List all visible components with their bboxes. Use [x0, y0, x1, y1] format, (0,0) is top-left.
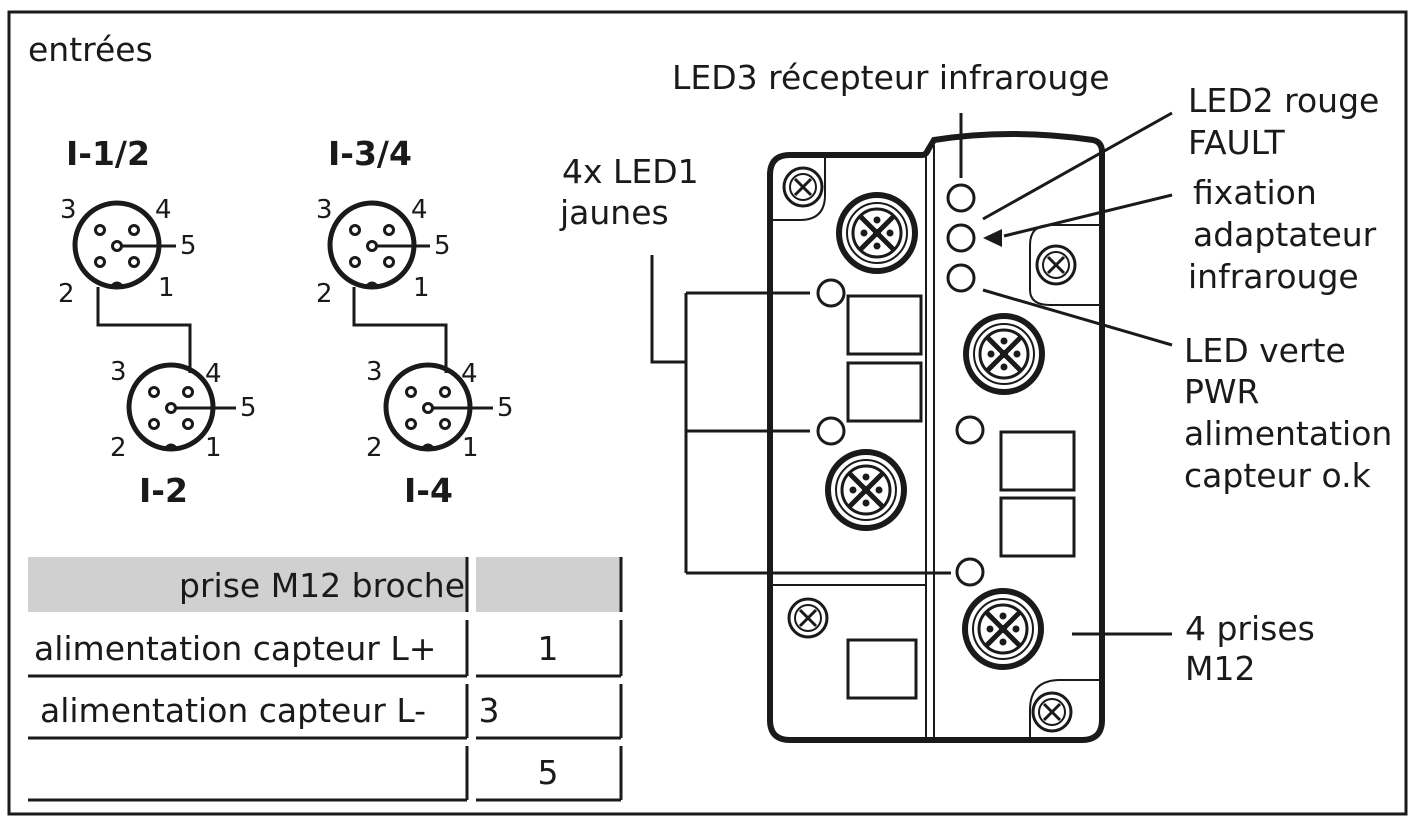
pin-label: 2: [58, 279, 75, 309]
callout-led2-line2: FAULT: [1188, 123, 1286, 162]
screw-icon: [787, 597, 829, 639]
led-yellow-icon: [955, 415, 985, 445]
pin-label: 2: [316, 279, 333, 309]
table-row-label: alimentation capteur L-: [40, 691, 426, 730]
label-window: [846, 361, 923, 423]
screw-icon: [1035, 244, 1077, 286]
pin-label: 4: [155, 195, 172, 225]
callout-pwr-line1: LED verte: [1184, 331, 1346, 370]
outer-frame: [7, 10, 1408, 816]
connector-label-i2: I-2: [139, 471, 188, 510]
table-header-cell: [476, 557, 621, 612]
screw-icon: [782, 166, 824, 208]
table-row-label: alimentation capteur L+: [34, 629, 436, 668]
pin-label: 3: [110, 357, 127, 387]
label-window: [999, 430, 1076, 492]
callout-pwr-line2: PWR: [1184, 372, 1259, 411]
connector-i12-pinout: [72, 200, 176, 290]
pin-label: 2: [366, 433, 383, 463]
callout-led3: LED3 récepteur infrarouge: [672, 58, 1110, 97]
led-green-pwr-icon: [946, 263, 976, 293]
callout-pwr-line4: capteur o.k: [1184, 456, 1372, 495]
callout-led1-line1: 4x LED1: [562, 152, 699, 191]
pin-label: 1: [158, 273, 175, 303]
pin-label: 5: [240, 393, 257, 423]
pin-label: 2: [110, 433, 127, 463]
m12-port-icon: [839, 195, 915, 271]
table-row-pin: 5: [538, 753, 559, 792]
pin-label: 1: [413, 273, 430, 303]
wire-i12-i2: [96, 287, 192, 373]
table-header-cell: [28, 557, 467, 612]
pin-label: 4: [411, 195, 428, 225]
connector-label-i12: I-1/2: [66, 134, 150, 173]
pin-label: 5: [497, 393, 514, 423]
led-yellow-icon: [816, 278, 846, 308]
fixation-arrow-icon: [983, 229, 1002, 247]
pin-label: 4: [461, 359, 478, 389]
m12-port-icon: [966, 316, 1042, 392]
led-yellow-icon: [955, 557, 985, 587]
callout-led2-line1: LED2 rouge: [1188, 81, 1379, 120]
led-red-fault-icon: [946, 223, 976, 253]
label-window: [999, 496, 1076, 558]
module-body: [767, 131, 1105, 743]
connector-i4-pinout: [383, 362, 493, 452]
pin-label: 3: [60, 195, 77, 225]
table-row-pin: 1: [538, 629, 559, 668]
callout-pwr-line3: alimentation: [1184, 414, 1392, 453]
leader-lines: [650, 111, 1173, 636]
table-header: prise M12 broche: [179, 566, 465, 605]
pin-label: 1: [462, 433, 479, 463]
connector-label-i4: I-4: [404, 471, 453, 510]
callout-fixation-line3: infrarouge: [1188, 257, 1359, 296]
callout-led1-line2: jaunes: [559, 193, 669, 232]
pin-table: [28, 557, 623, 802]
pin-label: 1: [205, 433, 222, 463]
pin-label: 3: [366, 357, 383, 387]
connector-i34-pinout: [327, 200, 430, 290]
screw-icon: [1031, 691, 1073, 733]
pin-label: 3: [316, 195, 333, 225]
connector-label-i34: I-3/4: [328, 134, 412, 173]
callout-m12-line2: M12: [1185, 649, 1255, 688]
connector-i2-pinout: [126, 362, 236, 452]
label-window: [846, 638, 918, 700]
led-ir-receiver-icon: [946, 183, 976, 213]
pin-label: 5: [434, 231, 451, 261]
table-row-pin: 3: [479, 691, 500, 730]
inputs-title: entrées: [28, 30, 153, 69]
pin-label: 4: [205, 359, 222, 389]
m12-port-icon: [828, 452, 904, 528]
callout-m12-line1: 4 prises: [1185, 609, 1315, 648]
callout-fixation-line2: adaptateur: [1193, 215, 1377, 254]
m12-port-icon: [965, 591, 1041, 667]
led-yellow-icon: [816, 416, 846, 446]
pin-label: 5: [180, 231, 197, 261]
label-window: [846, 294, 923, 356]
wire-i34-i4: [352, 287, 448, 373]
callout-fixation-line1: fixation: [1193, 173, 1317, 212]
